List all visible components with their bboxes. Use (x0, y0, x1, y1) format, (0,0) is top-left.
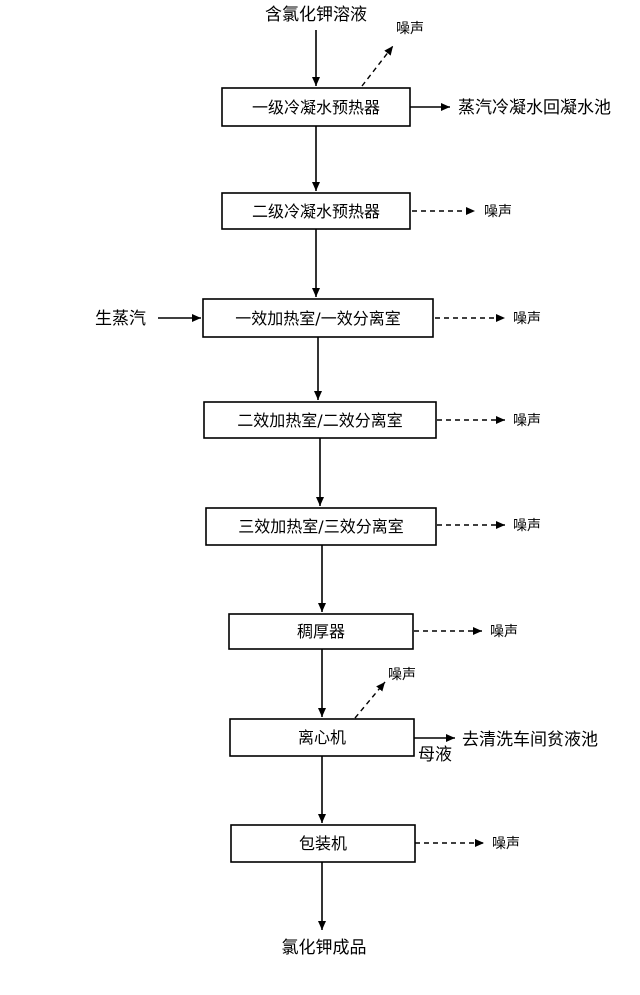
wash-pool-label: 去清洗车间贫液池 (462, 730, 598, 750)
noise-label-5: 噪声 (513, 518, 541, 534)
box-precond1-label: 一级冷凝水预热器 (252, 98, 380, 117)
noise-label-4: 噪声 (513, 413, 541, 429)
noise-arrow-1 (361, 45, 394, 87)
steam-input-label: 生蒸汽 (95, 309, 146, 329)
box-precond2-label: 二级冷凝水预热器 (252, 202, 380, 221)
box-effect3-label: 三效加热室/三效分离室 (238, 517, 403, 536)
noise-label-2: 噪声 (484, 204, 512, 220)
box-centrifuge (229, 718, 415, 757)
noise-label-7: 噪声 (388, 667, 416, 683)
noise-arrow-7 (354, 681, 386, 719)
mother-liquor-label: 母液 (418, 745, 452, 765)
box-effect2-label: 二效加热室/二效分离室 (237, 411, 402, 430)
noise-label-1: 噪声 (396, 21, 424, 37)
input-label: 含氯化钾溶液 (265, 5, 367, 25)
noise-label-3: 噪声 (513, 311, 541, 327)
box-centrifuge-label: 离心机 (298, 728, 346, 747)
box-packer (230, 824, 416, 863)
noise-label-6: 噪声 (490, 624, 518, 640)
box-effect2 (203, 401, 437, 439)
box-effect1-label: 一效加热室/一效分离室 (235, 309, 400, 328)
box-thickener-label: 稠厚器 (297, 622, 345, 641)
box-packer-label: 包装机 (299, 834, 347, 853)
box-effect3 (205, 507, 437, 546)
condensate-pool-label: 蒸汽冷凝水回凝水池 (458, 98, 611, 118)
box-thickener (228, 613, 414, 650)
box-effect1 (202, 298, 434, 338)
noise-label-8: 噪声 (492, 836, 520, 852)
box-precond2 (221, 192, 411, 230)
output-label: 氯化钾成品 (282, 938, 367, 958)
